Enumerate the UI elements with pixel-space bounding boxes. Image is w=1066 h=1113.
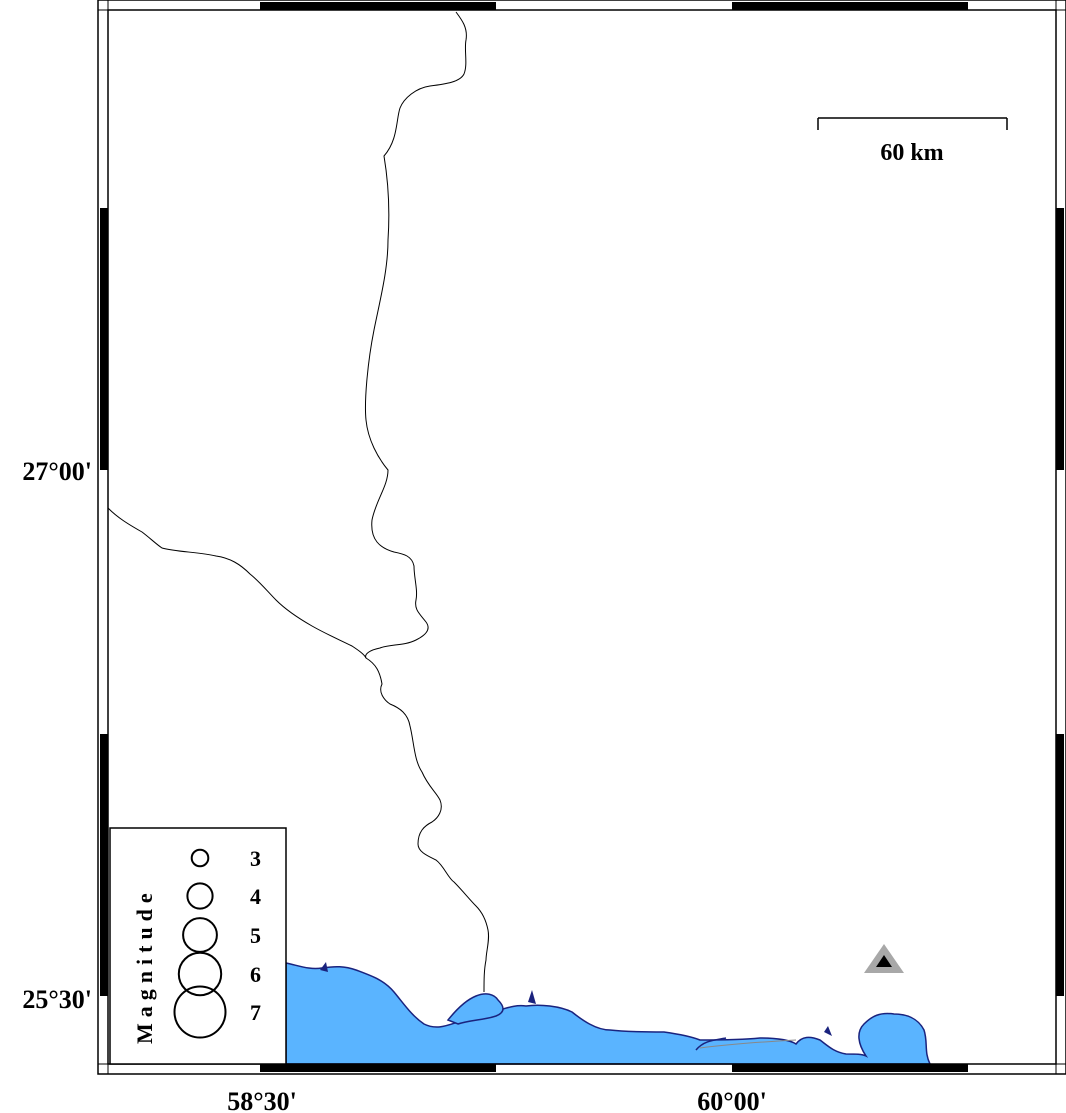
frame-checker-top xyxy=(260,2,968,10)
sea-area xyxy=(285,962,932,1065)
legend-circle-4 xyxy=(186,882,214,910)
triangle-icon xyxy=(864,944,904,973)
legend-box xyxy=(109,827,287,1065)
legend-title: Magnitude xyxy=(132,887,157,1044)
frame-checker-right xyxy=(1056,208,1064,996)
legend-circle-3 xyxy=(190,848,210,868)
coast-nub-3 xyxy=(824,1026,832,1036)
legend-label-7: 7 xyxy=(250,1000,261,1025)
lon-label-2: 60°00' xyxy=(697,1087,767,1113)
spit-detail xyxy=(695,1037,727,1051)
scale-bar-label: 60 km xyxy=(880,140,943,166)
coast-nub-2 xyxy=(528,990,536,1004)
coast-nub-1 xyxy=(320,962,328,972)
lon-label-1: 58°30' xyxy=(227,1087,297,1113)
scale-bar: 60 km xyxy=(817,117,1008,166)
legend-label-3: 3 xyxy=(250,846,261,871)
legend-circle-6 xyxy=(177,951,223,997)
legend-label-5: 5 xyxy=(250,923,261,948)
magnitude-legend: Magnitude 3 4 5 6 7 xyxy=(109,827,287,1065)
lagoon-detail xyxy=(446,993,504,1025)
frame-checker-left xyxy=(100,208,108,996)
thin-line-detail xyxy=(699,1039,797,1049)
border-line xyxy=(364,11,490,993)
border-line-west xyxy=(107,507,367,659)
legend-label-6: 6 xyxy=(250,962,261,987)
lat-label-1: 27°00' xyxy=(22,457,92,486)
lat-label-2: 25°30' xyxy=(22,985,92,1014)
frame-checker-bottom xyxy=(260,1064,968,1072)
map-frame-outer xyxy=(97,0,1066,1075)
legend-circle-7 xyxy=(173,985,227,1039)
legend-label-4: 4 xyxy=(250,884,261,909)
